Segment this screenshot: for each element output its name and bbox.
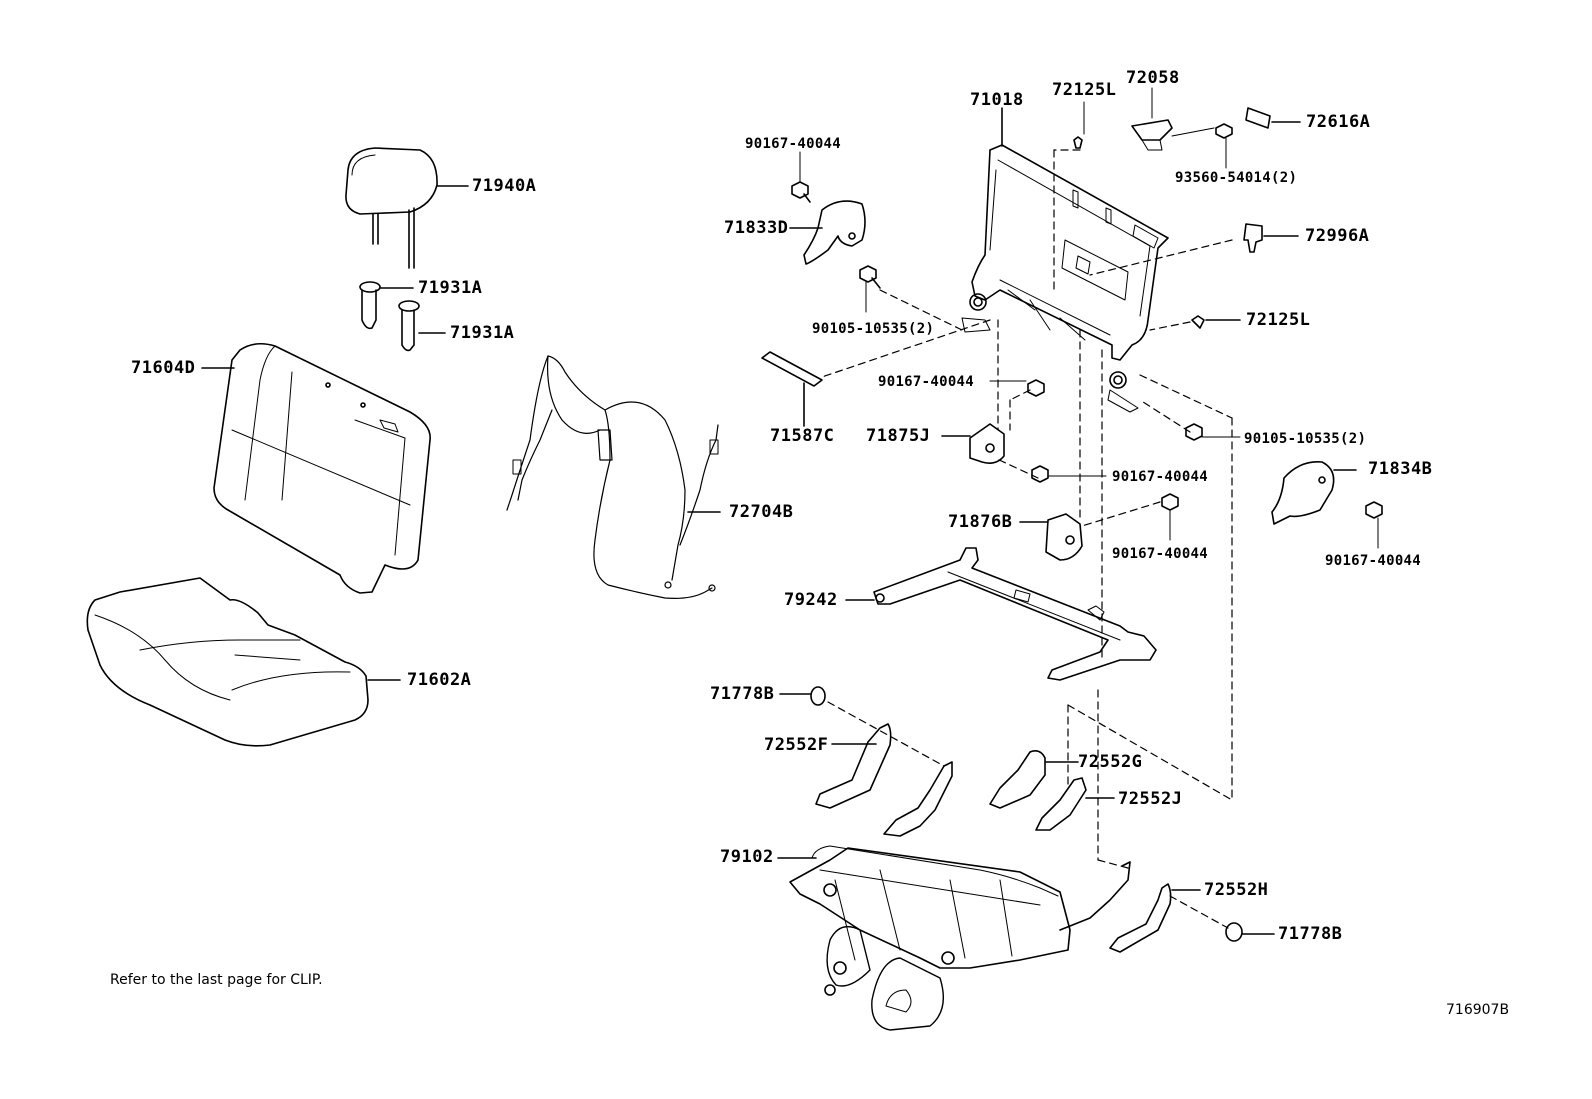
hinge-cover-drawing	[779, 686, 1115, 837]
part-label-71587C: 71587C	[770, 426, 835, 446]
part-label-72616A: 72616A	[1306, 112, 1371, 132]
part-label-90105-10535-a: 90105-10535(2)	[812, 321, 935, 337]
part-label-90167-40044-d: 90167-40044	[1112, 546, 1209, 562]
release-cable-drawing	[506, 355, 721, 599]
part-label-71604D: 71604D	[131, 358, 196, 378]
seat-cushion-cover-drawing	[86, 577, 401, 747]
part-label-71876B: 71876B	[948, 512, 1013, 532]
seatback-frame-drawing	[961, 107, 1169, 413]
part-label-72552J: 72552J	[1118, 789, 1183, 809]
part-label-79242: 79242	[784, 590, 838, 610]
part-label-90167-40044-a: 90167-40044	[745, 136, 842, 152]
part-label-90167-40044-e: 90167-40044	[1325, 553, 1422, 569]
part-label-72552F: 72552F	[764, 735, 829, 755]
part-label-71940A: 71940A	[472, 176, 537, 196]
part-label-90105-10535-b: 90105-10535(2)	[1244, 431, 1367, 447]
seat-cushion-frame-drawing	[777, 845, 1275, 1031]
clip-reference-note: Refer to the last page for CLIP.	[110, 972, 323, 988]
bolt-and-cover-drawing	[761, 151, 881, 427]
part-label-71778B-left: 71778B	[710, 684, 775, 704]
part-label-71602A: 71602A	[407, 670, 472, 690]
part-label-71778B-right: 71778B	[1278, 924, 1343, 944]
part-label-79102: 79102	[720, 847, 774, 867]
seat-hinge-bar-drawing	[845, 547, 1157, 681]
part-label-90167-40044-b: 90167-40044	[878, 374, 975, 390]
part-label-72552G: 72552G	[1078, 752, 1143, 772]
part-label-71875J: 71875J	[866, 426, 931, 446]
part-label-72552H: 72552H	[1204, 880, 1269, 900]
recliner-hardware-drawing	[941, 379, 1383, 561]
clip-and-latch-drawing	[1073, 87, 1301, 329]
headrest-guide-drawing	[359, 281, 446, 352]
part-label-72996A: 72996A	[1305, 226, 1370, 246]
part-label-72704B: 72704B	[729, 502, 794, 522]
part-label-90167-40044-c: 90167-40044	[1112, 469, 1209, 485]
seatback-cover-drawing	[201, 342, 431, 594]
part-label-71931A-lower: 71931A	[450, 323, 515, 343]
part-label-71834B: 71834B	[1368, 459, 1433, 479]
part-label-72125L-top: 72125L	[1052, 80, 1117, 100]
part-label-93560-54014: 93560-54014(2)	[1175, 170, 1298, 186]
part-label-71931A-upper: 71931A	[418, 278, 483, 298]
part-label-72125L-mid: 72125L	[1246, 310, 1311, 330]
part-label-72058: 72058	[1126, 68, 1180, 88]
part-label-71018: 71018	[970, 90, 1024, 110]
part-label-71833D: 71833D	[724, 218, 789, 238]
diagram-id: 716907B	[1446, 1002, 1510, 1018]
headrest-drawing	[345, 147, 469, 269]
assembly-guide-lines	[821, 149, 1233, 929]
